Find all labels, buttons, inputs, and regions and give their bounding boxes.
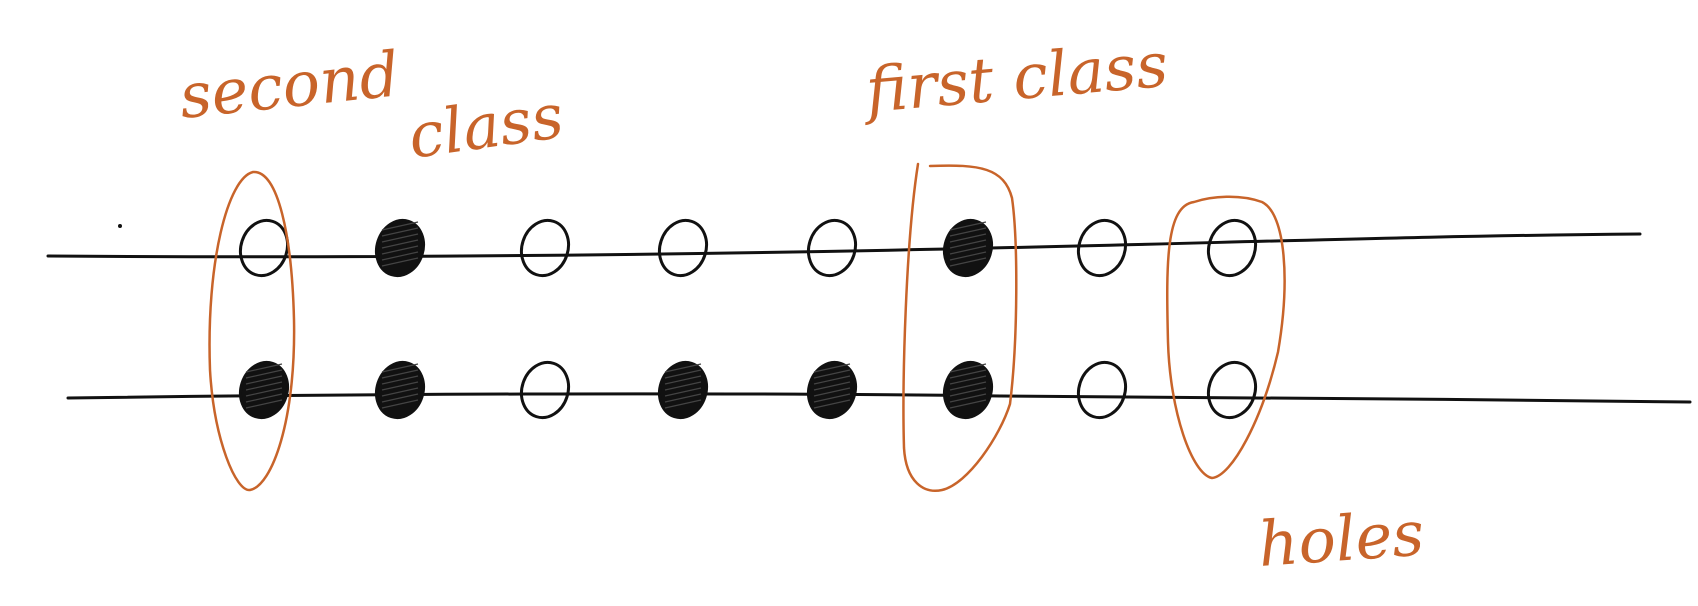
chain-line-bottom: [66, 392, 1692, 404]
scribble-shading: [245, 363, 283, 409]
scribble-shading: [664, 363, 702, 409]
row-top-site-6-filled: [942, 218, 994, 278]
row-top-site-5-empty: [806, 218, 858, 278]
label-second-class-line2: class: [404, 79, 568, 173]
scribble-shading: [381, 363, 419, 409]
row-bottom-site-5-filled: [806, 360, 858, 420]
sites-layer: [238, 218, 1258, 420]
row-top-site-8-empty: [1206, 218, 1258, 278]
holes-outline: [1166, 195, 1286, 480]
label-second-class-line1: second: [176, 37, 403, 133]
row-top-site-1-empty: [238, 218, 290, 278]
row-top-site-2-filled: [374, 218, 426, 278]
scribble-shading: [381, 221, 419, 267]
scribble-shading: [949, 363, 987, 409]
row-bottom-site-1-filled: [238, 360, 290, 420]
row-top-site-3-empty: [519, 218, 571, 278]
label-holes: holes: [1256, 497, 1426, 581]
row-bottom-site-8-empty: [1206, 360, 1258, 420]
first-class-outline: [902, 162, 1018, 492]
row-bottom-site-6-filled: [942, 360, 994, 420]
scribble-shading: [949, 221, 987, 267]
row-top-site-4-empty: [657, 218, 709, 278]
row-bottom-site-4-filled: [657, 360, 709, 420]
row-bottom-site-2-filled: [374, 360, 426, 420]
chain-line-top: [46, 232, 1642, 259]
row-bottom-site-3-empty: [519, 360, 571, 420]
row-bottom-site-7-empty: [1076, 360, 1128, 420]
stray-dot: [118, 224, 122, 228]
row-top-site-7-empty: [1076, 218, 1128, 278]
label-first-class: first class: [859, 28, 1171, 127]
scribble-shading: [813, 363, 851, 409]
second-class-outline: [208, 170, 296, 492]
